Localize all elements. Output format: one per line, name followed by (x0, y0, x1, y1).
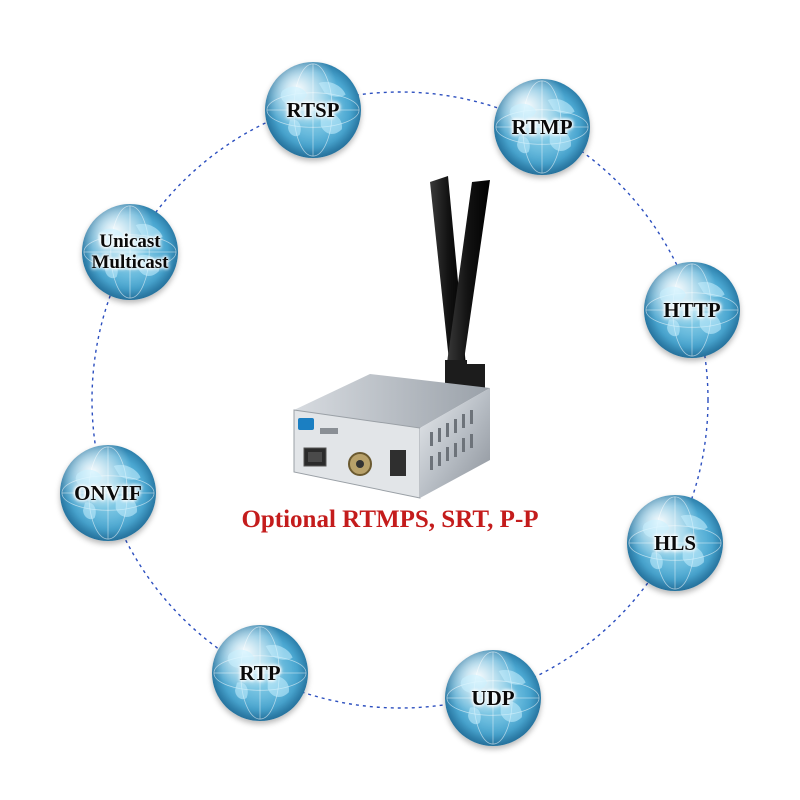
globe-continents (628, 496, 722, 590)
globe-rtsp: RTSP (265, 62, 361, 158)
encoder-device-icon (293, 176, 490, 499)
protocol-label-rtsp: RTSP (286, 98, 340, 122)
protocol-label-rtp: RTP (239, 661, 281, 685)
globe-continents (61, 446, 155, 540)
protocol-label-udp: UDP (471, 686, 515, 710)
protocol-label-hls: HLS (653, 531, 697, 555)
globe-continents (446, 651, 540, 745)
protocol-label-http: HTTP (663, 298, 721, 322)
globe-rtp: RTP (212, 625, 308, 721)
globe-continents (266, 63, 360, 157)
globe-hls: HLS (627, 495, 723, 591)
globe-udp: UDP (445, 650, 541, 746)
protocol-label-onvif: ONVIF (74, 481, 142, 505)
globe-continents (213, 626, 307, 720)
globe-onvif: ONVIF (60, 445, 156, 541)
globe-continents (83, 205, 177, 299)
globe-rtmp: RTMP (494, 79, 590, 175)
optional-protocols-caption: Optional RTMPS, SRT, P-P (241, 506, 539, 533)
globe-http: HTTP (644, 262, 740, 358)
globe-continents (645, 263, 739, 357)
globe-continents (495, 80, 589, 174)
protocol-label-rtmp: RTMP (511, 115, 573, 139)
